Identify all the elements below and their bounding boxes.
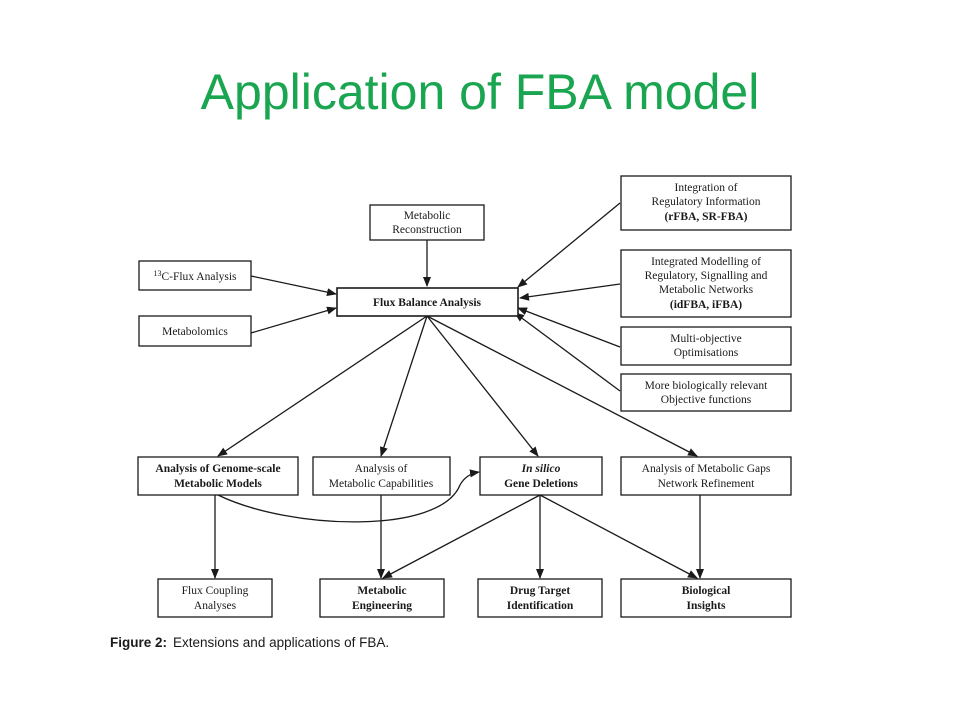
edge-gene-deletions-to-insights [539,494,698,579]
edge-integrated-to-fba [519,283,621,301]
node-integrated-modelling: Integrated Modelling of Regulatory, Sign… [620,249,792,318]
edge-regulatory-to-fba [517,202,621,288]
edge-fba-to-genome-scale [217,315,428,457]
node-label-line: Reconstruction [392,224,462,236]
node-label-line: Analysis of Genome-scale [155,463,280,475]
node-label-line: Metabolomics [162,326,228,338]
node-label-line: Metabolic Capabilities [329,478,434,490]
node-label-line: Metabolic Models [174,478,262,490]
node-label-line: Regulatory, Signalling and [645,270,768,282]
edge-objective-to-fba [514,312,621,392]
edge-gene-deletions-to-engineering [382,494,541,579]
node-flux-balance-analysis: Flux Balance Analysis [336,287,519,317]
node-label-line: Regulatory Information [652,196,761,208]
node-label-line: Metabolic Networks [659,284,754,296]
edge-metabolomics-to-fba [250,306,337,334]
node-label-line: Metabolic [357,585,406,597]
node-label-line: 13C-Flux Analysis [153,269,237,283]
node-biological-insights: Biological Insights [620,578,792,618]
node-metabolic-gaps: Analysis of Metabolic Gaps Network Refin… [620,456,792,496]
node-label-line: Analysis of [355,463,408,475]
node-gene-deletions: In silico Gene Deletions [479,456,603,496]
figure-caption-label: Figure 2: [110,635,168,650]
node-metabolomics: Metabolomics [138,315,252,347]
node-label-line: Insights [687,600,727,612]
node-label-line: More biologically relevant [645,380,768,392]
node-label-line: (idFBA, iFBA) [670,299,742,311]
node-label-line: Flux Balance Analysis [373,297,482,309]
node-label-line: Network Refinement [658,478,756,490]
node-label-line: Optimisations [674,347,739,359]
c13-superscript: 13 [153,269,161,278]
node-label-line: In silico [521,463,561,475]
node-label-line: Gene Deletions [504,478,578,490]
edge-fba-to-capabilities [380,315,428,457]
edge-c13-to-fba [250,275,337,297]
node-metabolic-reconstruction: Metabolic Reconstruction [369,204,485,241]
figure-caption: Figure 2: Extensions and applications of … [110,635,389,650]
node-drug-target: Drug Target Identification [477,578,603,618]
node-regulatory-information: Integration of Regulatory Information (r… [620,175,792,231]
node-label-line: Engineering [352,600,412,612]
node-metabolic-engineering: Metabolic Engineering [319,578,445,618]
edge-fba-to-gaps [426,315,698,457]
edge-genome-scale-to-gene-deletions [217,469,480,523]
node-objective-functions: More biologically relevant Objective fun… [620,373,792,412]
edge-fba-to-gene-deletions [426,315,539,457]
node-c13-flux-analysis: 13C-Flux Analysis [138,260,252,291]
edge-multiobjective-to-fba [517,307,621,348]
node-label-line: (rFBA, SR-FBA) [664,211,747,223]
node-metabolic-capabilities: Analysis of Metabolic Capabilities [312,456,451,496]
node-label-line: Analysis of Metabolic Gaps [642,463,771,475]
figure-caption-text: Extensions and applications of FBA. [173,635,390,650]
node-label-line: Biological [682,585,731,597]
node-multi-objective: Multi-objective Optimisations [620,326,792,366]
node-label-line: Flux Coupling [182,585,249,597]
node-label-line: Metabolic [404,210,451,222]
node-label-line: Integration of [675,182,738,194]
node-label-line: Multi-objective [670,333,742,345]
node-label-line: Objective functions [661,394,752,406]
c13-label: C-Flux Analysis [161,271,237,283]
node-label-line: Integrated Modelling of [651,256,761,268]
node-label-line: Identification [507,600,574,612]
node-flux-coupling: Flux Coupling Analyses [157,578,273,618]
slide-title: Application of FBA model [200,64,760,120]
node-label-line: Analyses [194,600,237,612]
node-label-line: Drug Target [510,585,571,597]
node-genome-scale-models: Analysis of Genome-scale Metabolic Model… [137,456,299,496]
edges [211,202,704,579]
